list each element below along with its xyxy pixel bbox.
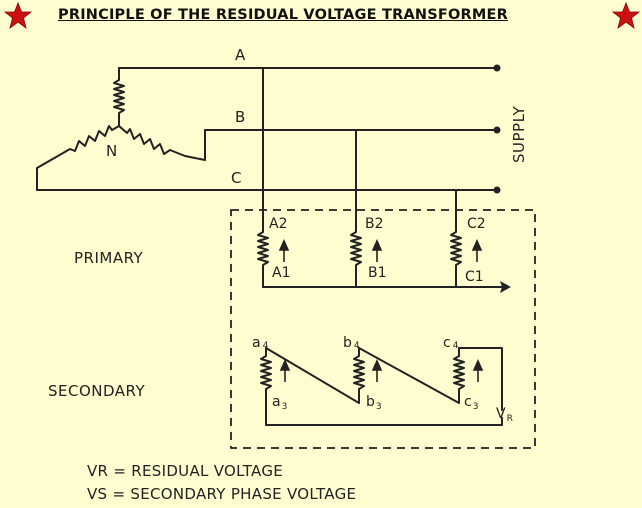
red-star-icon [611,1,641,29]
legend-vs: VS = SECONDARY PHASE VOLTAGE [87,485,356,503]
terminal-c1: C1 [465,269,484,285]
delta-link-bc [358,347,460,404]
secondary-coil-c [453,347,465,404]
secondary-coil-a [260,347,272,404]
terminal-b3: b3 [366,394,382,412]
primary-coil-a [257,225,269,288]
terminal-b1: B1 [368,265,387,281]
transformer-enclosure [230,209,536,449]
primary-label: PRIMARY [74,249,144,267]
supply-label: SUPPLY [510,106,528,163]
terminal-vr: VR [496,406,513,424]
phase-label-b: B [235,108,245,126]
vr-output-lower [265,402,503,426]
title-decorations [3,1,641,29]
terminal-c2: C2 [467,216,486,232]
neutral-label: N [106,142,117,160]
terminal-a3: a3 [272,394,287,412]
supply-terminal-b [493,126,501,134]
supply-terminal-c [493,186,501,194]
terminal-a1: A1 [272,265,290,281]
phase-label-c: C [231,169,241,187]
delta-link-ab [265,347,360,404]
arrow-up-icon [278,239,290,262]
arrow-up-icon [472,359,484,382]
terminal-a2: A2 [269,216,287,232]
title-bar: PRINCIPLE OF THE RESIDUAL VOLTAGE TRANSF… [0,0,642,32]
primary-coil-b [350,225,362,288]
neutral-arrow-icon [500,281,511,293]
secondary-coil-b [353,347,365,404]
supply-terminal-a [493,64,501,72]
arrow-up-icon [471,239,483,262]
red-star-icon [3,1,33,29]
secondary-label: SECONDARY [48,382,146,400]
arrow-up-icon [371,359,383,382]
arrow-up-icon [279,359,291,382]
primary-coil-c [450,225,462,288]
vr-output-upper [458,347,503,411]
terminal-c3: c3 [464,394,478,412]
arrow-up-icon [371,239,383,262]
page-title: PRINCIPLE OF THE RESIDUAL VOLTAGE TRANSF… [58,7,508,23]
star-winding [36,67,206,191]
legend-vr: VR = RESIDUAL VOLTAGE [87,462,283,480]
terminal-b2: B2 [365,216,384,232]
phase-label-a: A [235,46,246,64]
